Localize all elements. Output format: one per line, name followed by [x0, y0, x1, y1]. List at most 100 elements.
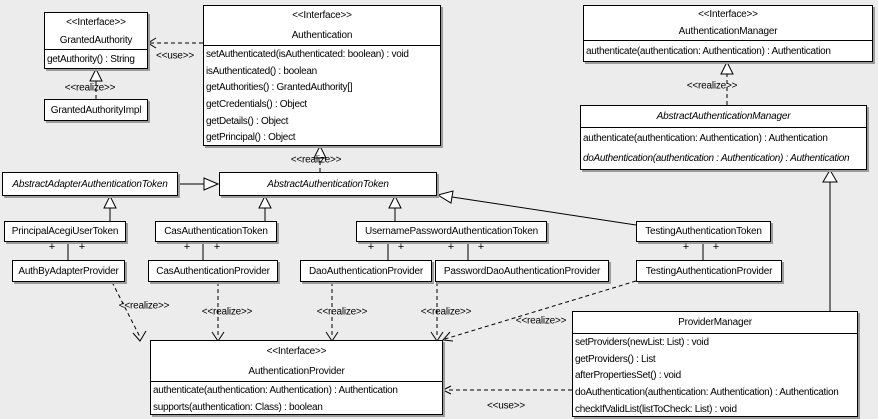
methods-compartment: setProviders(newList: List) : void getPr…: [573, 333, 857, 417]
hollow-triangle: [822, 169, 838, 183]
class-title: <<Interface>> AuthenticationManager: [584, 6, 872, 40]
realize-label: <<realize>>: [420, 306, 472, 318]
method: authenticate(authentication: Authenticat…: [586, 45, 831, 57]
class-name: UsernamePasswordAuthenticationToken: [364, 226, 539, 237]
association-plus: +: [447, 241, 455, 253]
stereotype-label: <<Interface>>: [698, 9, 758, 20]
class-title: <<Interface>> AuthenticationProvider: [151, 341, 442, 381]
method: authenticate(authentication: Authenticat…: [153, 384, 398, 396]
class-cas-authentication-token[interactable]: CasAuthenticationToken: [155, 221, 277, 242]
open-arrowhead: [441, 331, 454, 342]
class-name: AuthByAdapterProvider: [18, 265, 119, 277]
method: supports(authentication: Class) : boolea…: [153, 401, 323, 413]
class-password-dao-authentication-provider[interactable]: PasswordDaoAuthenticationProvider: [435, 260, 609, 282]
stereotype-label: <<Interface>>: [266, 345, 327, 357]
methods-compartment: authenticate(authentication: Authenticat…: [151, 381, 442, 415]
class-name: ProviderManager: [678, 317, 752, 328]
class-title: <<Interface>> GrantedAuthority: [45, 13, 147, 49]
use-label: <<use>>: [155, 50, 195, 62]
method: setProviders(newList: List) : void: [575, 336, 709, 348]
method: doAuthentication(authentication: Authent…: [575, 386, 839, 398]
class-name: CasAuthenticationProvider: [156, 265, 270, 277]
hollow-triangle: [89, 67, 103, 82]
methods-compartment: getAuthority() : String: [45, 49, 147, 69]
hollow-triangle: [313, 144, 327, 159]
method: getAuthority() : String: [47, 54, 135, 65]
class-cas-authentication-provider[interactable]: CasAuthenticationProvider: [148, 260, 278, 282]
class-abstract-adapter-authentication-token[interactable]: AbstractAdapterAuthenticationToken: [2, 172, 178, 196]
method: afterPropertiesSet() : void: [575, 370, 681, 382]
methods-compartment: authenticate(authentication: Authenticat…: [584, 40, 872, 62]
realize-edge-authbyadapterprovider: [111, 281, 141, 338]
stereotype-label: <<Interface>>: [66, 16, 126, 28]
association-plus: +: [682, 241, 690, 253]
realize-label: <<realize>>: [290, 154, 342, 166]
hollow-triangle: [103, 194, 117, 209]
method: setAuthenticated(isAuthenticated: boolea…: [206, 48, 409, 60]
class-name: AbstractAdapterAuthenticationToken: [12, 178, 168, 190]
realize-label: <<realize>>: [316, 306, 368, 318]
class-username-password-authentication-token[interactable]: UsernamePasswordAuthenticationToken: [356, 221, 547, 242]
class-authentication-manager[interactable]: <<Interface>> AuthenticationManager auth…: [583, 5, 873, 62]
association-plus: +: [397, 241, 405, 253]
class-authentication-provider[interactable]: <<Interface>> AuthenticationProvider aut…: [150, 340, 443, 415]
method: getPrincipal() : Object: [206, 132, 296, 144]
realize-label: <<realize>>: [118, 300, 170, 312]
class-auth-by-adapter-provider[interactable]: AuthByAdapterProvider: [12, 260, 125, 282]
use-label: <<use>>: [486, 400, 526, 412]
class-name: AbstractAuthenticationManager: [656, 111, 791, 122]
class-granted-authority[interactable]: <<Interface>> GrantedAuthority getAuthor…: [44, 12, 148, 69]
class-authentication[interactable]: <<Interface>> Authentication setAuthenti…: [203, 5, 441, 146]
method: getDetails() : Object: [206, 115, 289, 127]
class-name: AuthenticationProvider: [248, 365, 345, 377]
method-abstract: doAuthentication(authentication : Authen…: [583, 153, 850, 165]
method: getCredentials() : Object: [206, 98, 307, 110]
association-plus: +: [712, 241, 720, 253]
class-name: Authentication: [291, 29, 353, 41]
class-provider-manager[interactable]: ProviderManager setProviders(newList: Li…: [572, 311, 858, 417]
class-name: TestingAuthenticationProvider: [645, 265, 773, 277]
realize-label: <<realize>>: [515, 315, 567, 327]
realize-edge-testingprovider: [444, 280, 637, 340]
realize-label: <<realize>>: [201, 306, 253, 318]
class-title: AbstractAuthenticationManager: [581, 106, 866, 127]
methods-compartment: setAuthenticated(isAuthenticated: boolea…: [204, 45, 440, 146]
association-plus: +: [78, 241, 86, 253]
hollow-triangle: [203, 177, 220, 191]
realize-label: <<realize>>: [686, 80, 738, 92]
class-title: ProviderManager: [573, 312, 857, 333]
methods-compartment: authenticate(authentication: Authenticat…: [581, 127, 866, 169]
class-name: GrantedAuthorityImpl: [50, 104, 142, 116]
class-name: DaoAuthenticationProvider: [309, 265, 423, 277]
method: getProviders() : List: [575, 353, 656, 365]
association-plus: +: [48, 241, 56, 253]
method: isAuthenticated() : boolean: [206, 65, 317, 77]
class-name: PrincipalAcegiUserToken: [11, 226, 119, 237]
method: getAuthorities() : GrantedAuthority[]: [206, 82, 353, 94]
class-granted-authority-impl[interactable]: GrantedAuthorityImpl: [44, 99, 148, 121]
hollow-triangle: [258, 194, 272, 209]
association-plus: +: [183, 241, 191, 253]
class-abstract-authentication-token[interactable]: AbstractAuthenticationToken: [219, 172, 437, 196]
class-name: TestingAuthenticationToken: [645, 226, 762, 237]
class-name: AuthenticationManager: [678, 26, 778, 37]
open-arrowhead: [147, 37, 157, 49]
hollow-triangle: [720, 60, 734, 75]
class-name: AbstractAuthenticationToken: [267, 178, 389, 190]
stereotype-label: <<Interface>>: [292, 10, 352, 22]
method: checkIfValidList(listToCheck: List) : vo…: [575, 403, 737, 415]
hollow-triangle: [388, 194, 402, 209]
class-principal-acegi-user-token[interactable]: PrincipalAcegiUserToken: [4, 221, 126, 242]
class-name: GrantedAuthority: [59, 34, 133, 46]
open-arrowhead: [132, 330, 147, 342]
class-dao-authentication-provider[interactable]: DaoAuthenticationProvider: [300, 260, 432, 282]
open-arrowhead: [441, 385, 452, 395]
class-abstract-authentication-manager[interactable]: AbstractAuthenticationManager authentica…: [580, 105, 867, 170]
association-plus: +: [213, 241, 221, 253]
class-testing-authentication-provider[interactable]: TestingAuthenticationProvider: [636, 260, 782, 282]
association-plus: +: [367, 241, 375, 253]
class-name: CasAuthenticationToken: [164, 226, 268, 237]
class-testing-authentication-token[interactable]: TestingAuthenticationToken: [636, 221, 771, 242]
method: authenticate(authentication: Authenticat…: [583, 132, 828, 144]
generalization-testingtoken: [451, 196, 637, 226]
